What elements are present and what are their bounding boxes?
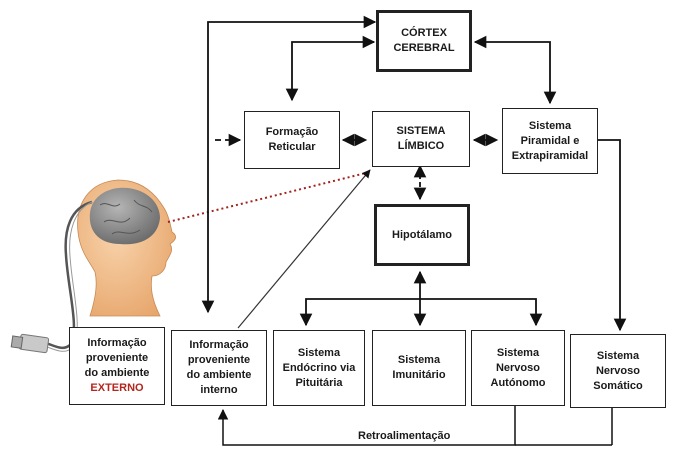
interno-line-3: do ambiente bbox=[186, 369, 252, 381]
interno-line-1: Informação bbox=[189, 339, 249, 351]
externo-line-1: Informação bbox=[87, 337, 147, 349]
somatico-line-1: Sistema bbox=[596, 349, 640, 362]
cortex-reticular-arrow bbox=[285, 35, 376, 102]
endocrino-line-3: Pituitária bbox=[295, 376, 343, 389]
externo-highlight: EXTERNO bbox=[90, 382, 144, 394]
cortex-box: CÓRTEX CEREBRAL bbox=[376, 10, 472, 72]
interno-line-2: proveniente bbox=[187, 354, 251, 366]
perception-dotted-line bbox=[167, 171, 371, 223]
reticular-line-2: Reticular bbox=[268, 141, 316, 153]
hipotalamo-box: Hipotálamo bbox=[374, 204, 470, 266]
feedback-arrow bbox=[217, 405, 516, 446]
hipotalamo-line-1: Hipotálamo bbox=[392, 228, 452, 241]
endocrino-line-1: Sistema bbox=[297, 346, 341, 359]
autonomo-line-3: Autónomo bbox=[490, 376, 546, 389]
endocrino-line-2: Endócrino via bbox=[282, 361, 356, 374]
reticular-line-1: Formação bbox=[265, 126, 319, 138]
limbico-box: SISTEMA LÍMBICO bbox=[372, 111, 470, 167]
piramidal-line-2: Piramidal e bbox=[520, 134, 580, 147]
limbico-line-2: LÍMBICO bbox=[397, 140, 445, 152]
head-with-brain-icon bbox=[77, 179, 176, 317]
externo-line-3: do ambiente bbox=[84, 367, 150, 379]
cortex-piramidal-arrow bbox=[473, 35, 557, 105]
cortex-line-2: CEREBRAL bbox=[393, 42, 455, 54]
interno-box: Informação proveniente do ambiente interno bbox=[171, 330, 267, 406]
imunitario-line-2: Imunitário bbox=[392, 369, 446, 381]
somatico-line-3: Somático bbox=[593, 379, 643, 392]
piramidal-somatico-arrow bbox=[590, 139, 627, 332]
usb-cable-icon bbox=[10, 200, 93, 354]
cortex-loop-arrow bbox=[201, 15, 377, 314]
feedback-label: Retroalimentação bbox=[358, 430, 451, 442]
piramidal-line-3: Extrapiramidal bbox=[511, 149, 589, 162]
autonomo-line-2: Nervoso bbox=[495, 361, 540, 374]
interno-line-4: interno bbox=[200, 384, 238, 396]
imunitario-line-1: Sistema bbox=[397, 354, 441, 366]
cortex-line-1: CÓRTEX bbox=[401, 27, 447, 39]
interno-to-limbico-arrow bbox=[237, 169, 371, 329]
limbico-line-1: SISTEMA bbox=[396, 125, 446, 137]
hipotalamo-branch-bar bbox=[299, 298, 543, 327]
somatico-line-2: Nervoso bbox=[595, 364, 640, 377]
piramidal-line-1: Sistema bbox=[528, 119, 572, 132]
autonomo-line-1: Sistema bbox=[496, 346, 540, 359]
externo-line-2: proveniente bbox=[85, 352, 149, 364]
